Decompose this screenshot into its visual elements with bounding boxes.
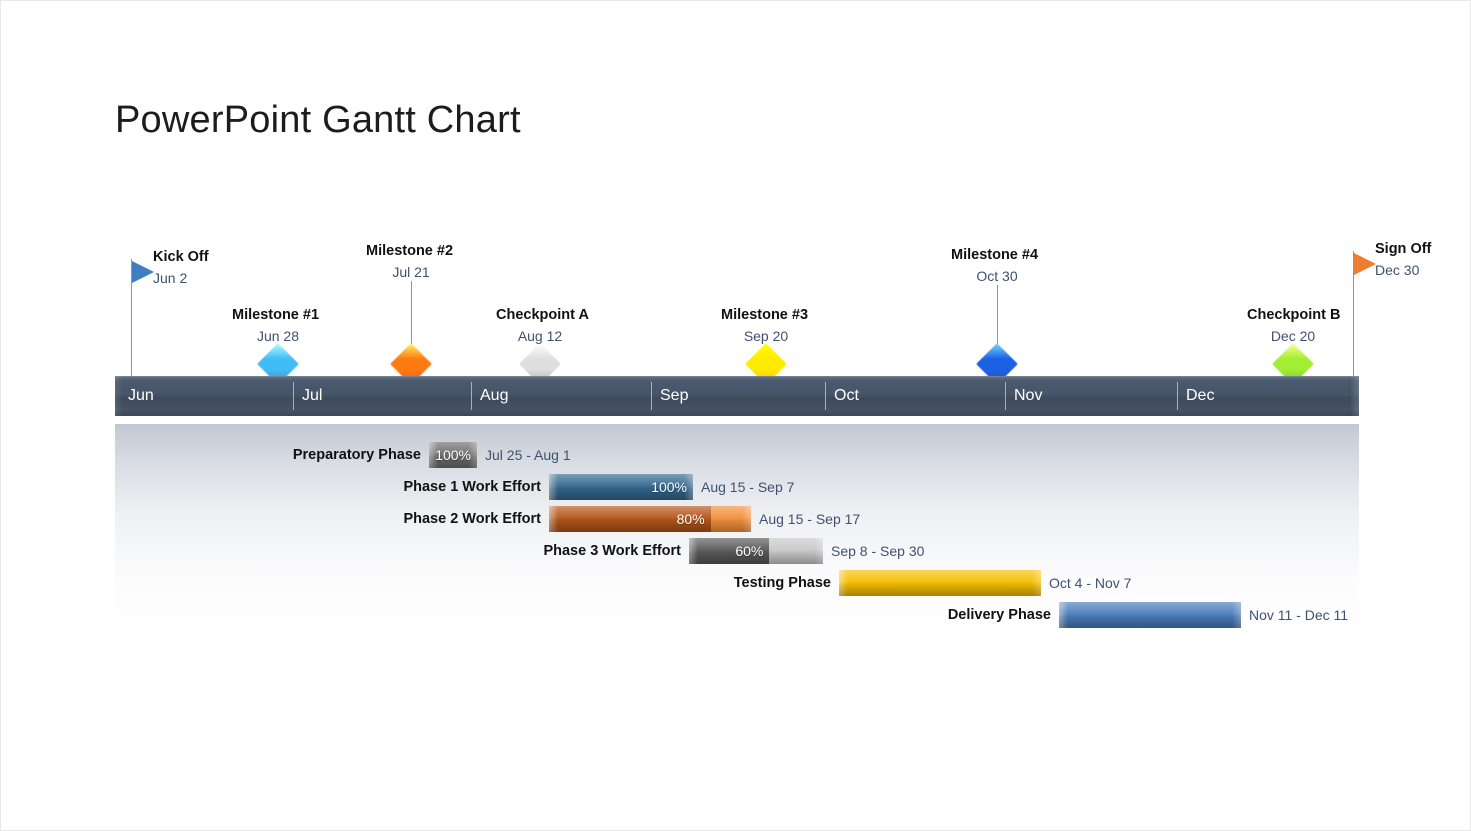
month-label-nov: Nov: [1014, 387, 1043, 404]
task-row-delivery-phase: Delivery Phase Nov 11 - Dec 11: [948, 602, 1348, 628]
milestone-date-milestone-1: Jun 28: [256, 328, 300, 344]
axis-bevel-right: [1349, 376, 1359, 416]
task-dates-phase-2-work-effort: Aug 15 - Sep 17: [759, 511, 861, 527]
milestone-label-checkpoint-a: Checkpoint A: [496, 307, 589, 323]
milestone-stem-milestone-4: [997, 285, 998, 376]
month-separator: [825, 382, 826, 410]
task-percent-preparatory-phase: 100%: [435, 447, 471, 463]
month-label-aug: Aug: [480, 387, 509, 404]
month-separator: [293, 382, 294, 410]
task-row-preparatory-phase: Preparatory Phase 100% Jul 25 - Aug 1: [293, 442, 571, 468]
month-separator: [1177, 382, 1178, 410]
task-label-phase-3-work-effort: Phase 3 Work Effort: [543, 543, 681, 559]
task-label-preparatory-phase: Preparatory Phase: [292, 447, 421, 463]
task-label-phase-1-work-effort: Phase 1 Work Effort: [403, 479, 541, 495]
task-dates-delivery-phase: Nov 11 - Dec 11: [1249, 607, 1349, 623]
month-label-sep: Sep: [660, 387, 689, 404]
milestone-label-milestone-1: Milestone #1: [232, 307, 320, 323]
milestone-stem-sign-off: [1353, 251, 1354, 376]
task-dates-preparatory-phase: Jul 25 - Aug 1: [485, 447, 571, 463]
task-dates-phase-3-work-effort: Sep 8 - Sep 30: [831, 543, 925, 559]
milestone-date-checkpoint-a: Aug 12: [517, 328, 563, 344]
month-label-jul: Jul: [302, 387, 323, 404]
task-row-phase-2-work-effort: Phase 2 Work Effort 80% Aug 15 - Sep 17: [403, 506, 860, 532]
task-percent-phase-3-work-effort: 60%: [735, 543, 764, 559]
page-title: PowerPoint Gantt Chart: [115, 99, 521, 141]
month-label-jun: Jun: [128, 387, 154, 404]
milestone-flag-sign-off[interactable]: [1354, 253, 1376, 275]
task-label-testing-phase: Testing Phase: [733, 575, 831, 591]
task-dates-phase-1-work-effort: Aug 15 - Sep 7: [701, 479, 795, 495]
milestone-flag-kick-off[interactable]: [132, 261, 154, 283]
task-bar-delivery-phase[interactable]: [1059, 602, 1241, 628]
task-row-testing-phase: Testing Phase Oct 4 - Nov 7: [734, 570, 1131, 596]
task-percent-phase-2-work-effort: 80%: [676, 511, 705, 527]
milestone-label-milestone-2: Milestone #2: [366, 243, 454, 259]
task-progress-delivery-phase: [1059, 602, 1241, 628]
task-progress-phase-1-work-effort: [549, 474, 693, 500]
milestone-stem-kick-off: [131, 259, 132, 376]
task-progress-phase-2-work-effort: [549, 506, 711, 532]
task-dates-testing-phase: Oct 4 - Nov 7: [1049, 575, 1132, 591]
timeline-axis: Jun Jul Aug Sep Oct Nov Dec: [115, 376, 1359, 416]
milestone-label-milestone-3: Milestone #3: [721, 307, 809, 323]
milestone-label-kick-off: Kick Off: [153, 249, 209, 265]
task-progress-phase-3-work-effort: [689, 538, 770, 564]
milestone-date-checkpoint-b: Dec 20: [1270, 328, 1316, 344]
milestone-date-kick-off: Jun 2: [153, 270, 188, 286]
task-row-phase-3-work-effort: Phase 3 Work Effort 60% Sep 8 - Sep 30: [543, 538, 924, 564]
milestone-date-sign-off: Dec 30: [1375, 262, 1420, 278]
task-progress-preparatory-phase: [429, 442, 477, 468]
milestone-date-milestone-3: Sep 20: [743, 328, 789, 344]
task-label-phase-2-work-effort: Phase 2 Work Effort: [403, 511, 541, 527]
milestone-date-milestone-2: Jul 21: [392, 264, 430, 280]
milestone-label-checkpoint-b: Checkpoint B: [1247, 307, 1341, 323]
task-bar-testing-phase[interactable]: [839, 570, 1041, 596]
milestone-stem-milestone-2: [411, 281, 412, 376]
task-percent-phase-1-work-effort: 100%: [651, 479, 687, 495]
milestone-label-milestone-4: Milestone #4: [951, 247, 1039, 263]
milestone-label-sign-off: Sign Off: [1375, 241, 1432, 257]
task-progress-testing-phase: [839, 570, 1041, 596]
month-label-oct: Oct: [834, 387, 859, 404]
task-label-delivery-phase: Delivery Phase: [947, 607, 1051, 623]
month-separator: [1005, 382, 1006, 410]
task-row-phase-1-work-effort: Phase 1 Work Effort 100% Aug 15 - Sep 7: [403, 474, 794, 500]
month-label-dec: Dec: [1186, 387, 1215, 404]
month-separator: [471, 382, 472, 410]
milestone-date-milestone-4: Oct 30: [976, 268, 1018, 284]
month-separator: [651, 382, 652, 410]
